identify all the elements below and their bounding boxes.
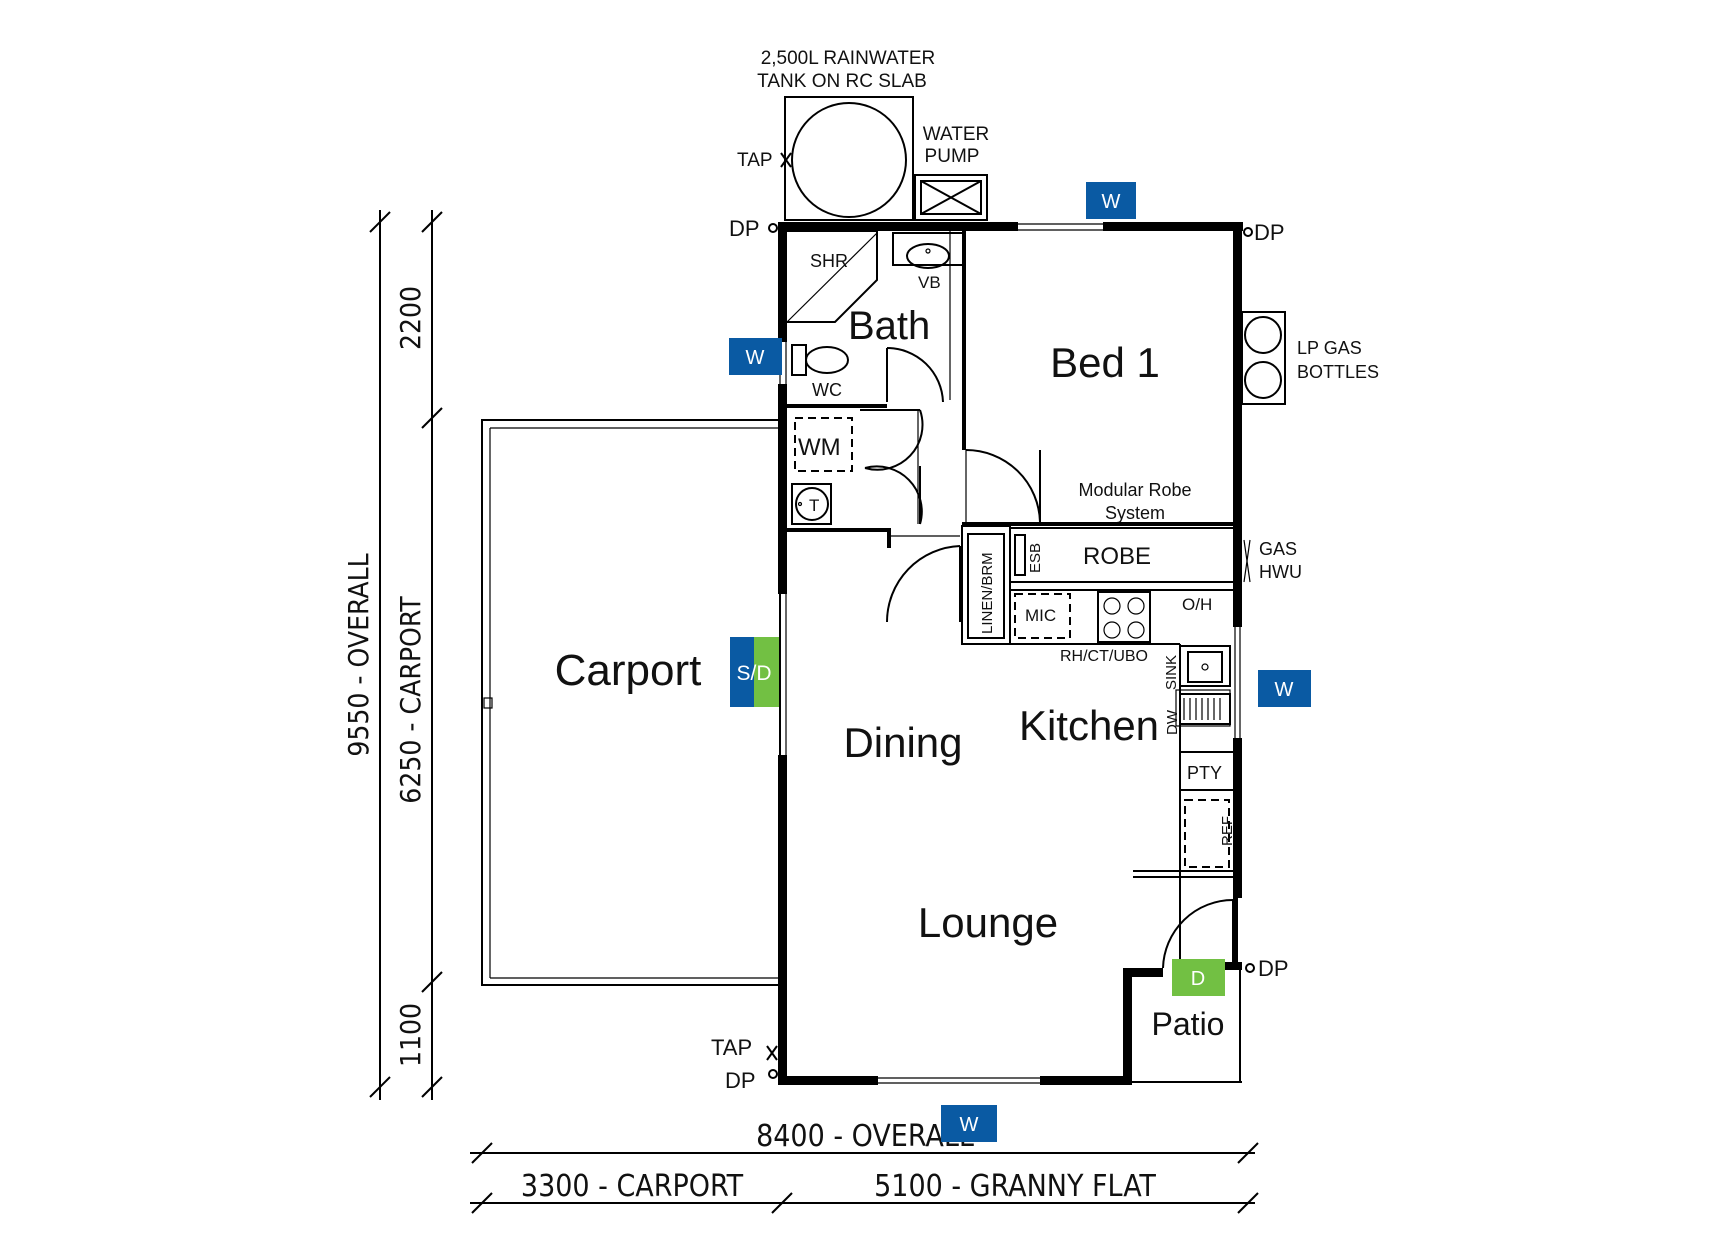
bedroom-1: Bed 1 Modular Robe System xyxy=(962,228,1192,526)
window-badge-bottom-label: W xyxy=(960,1114,979,1136)
tap-icon xyxy=(780,152,792,168)
carport-width-label: 3300 - CARPORT xyxy=(521,1169,744,1204)
door-badge-label: D xyxy=(1191,968,1205,990)
dp-bottom-label: DP xyxy=(725,1068,756,1093)
vertical-dimensions: 9550 - OVERALL 6250 - CARPORT 2200 1100 xyxy=(342,210,443,1100)
bath-label: Bath xyxy=(848,304,930,348)
door-badge: D xyxy=(1172,959,1225,996)
shr-label: SHR xyxy=(810,251,848,271)
tap-bottom-icon xyxy=(766,1045,778,1061)
window-badge-top: W xyxy=(1086,182,1136,219)
wm-label: WM xyxy=(798,434,841,461)
sink-label: SINK xyxy=(1163,655,1180,690)
rh-label: RH/CT/UBO xyxy=(1060,648,1148,665)
dp-right-label: DP xyxy=(1258,956,1289,981)
carport-height-label: 6250 - CARPORT xyxy=(394,596,427,804)
bed1-label: Bed 1 xyxy=(1050,339,1160,386)
overall-width-label: 8400 - OVERALL xyxy=(756,1119,974,1154)
overall-height-label: 9550 - OVERALL xyxy=(342,553,375,756)
patio-door: Patio xyxy=(1152,899,1234,1042)
sliding-door-badge-label: S/D xyxy=(736,662,771,685)
oh-label: O/H xyxy=(1182,595,1212,614)
pump-label-2: PUMP xyxy=(925,146,980,167)
patio-label: Patio xyxy=(1152,1006,1225,1042)
window-badge-right: W xyxy=(1258,670,1311,707)
robe-label: ROBE xyxy=(1083,543,1151,570)
robe-system-label-1: Modular Robe xyxy=(1078,480,1191,500)
bottom-segment-label: 1100 xyxy=(394,1003,427,1067)
window-badge-top-label: W xyxy=(1102,191,1121,213)
dp-top-left-label: DP xyxy=(729,216,760,241)
window-badge-bottom: W xyxy=(941,1105,997,1142)
t-label: T xyxy=(809,496,819,515)
window-badge-left-label: W xyxy=(746,347,765,369)
mic-label: MIC xyxy=(1025,606,1056,625)
gas-hwu-label-2: HWU xyxy=(1259,562,1302,582)
robe: ROBE ESB xyxy=(964,522,1235,583)
granny-width-label: 5100 - GRANNY FLAT xyxy=(874,1169,1156,1204)
linen-label: LINEN/BRM xyxy=(979,552,996,634)
gas-hwu: GAS HWU xyxy=(1243,539,1302,583)
pump-label-1: WATER xyxy=(923,124,990,145)
window-badge-left: W xyxy=(729,338,782,375)
horizontal-dimensions: 8400 - OVERALL 3300 - CARPORT 5100 - GRA… xyxy=(470,1119,1259,1214)
laundry: WM T xyxy=(787,409,924,548)
tank-label-2: TANK ON RC SLAB xyxy=(757,71,927,92)
esb-label: ESB xyxy=(1027,543,1044,573)
dp-top-right-label: DP xyxy=(1254,220,1285,245)
tap-top-label: TAP xyxy=(737,150,773,171)
ref-label: REF xyxy=(1219,816,1236,846)
vb-label: VB xyxy=(918,273,941,292)
carport-label: Carport xyxy=(555,646,702,695)
lp-gas-label-1: LP GAS xyxy=(1297,338,1362,358)
lounge-label: Lounge xyxy=(918,899,1058,946)
window-badge-right-label: W xyxy=(1275,679,1294,701)
lp-gas-label-2: BOTTLES xyxy=(1297,362,1379,382)
wc-label: WC xyxy=(812,380,842,400)
tap-bottom-label: TAP xyxy=(711,1035,752,1060)
lp-gas-bottles: LP GAS BOTTLES xyxy=(1241,311,1379,405)
bathroom: SHR VB Bath WC xyxy=(786,228,966,408)
top-segment-label: 2200 xyxy=(394,286,427,350)
water-pump: WATER PUMP xyxy=(914,124,990,221)
dining-label: Dining xyxy=(843,719,962,766)
robe-system-label-2: System xyxy=(1105,503,1165,523)
downpipes: DP DP DP DP TAP xyxy=(711,216,1289,1093)
rainwater-tank: 2,500L RAINWATER TANK ON RC SLAB xyxy=(757,48,936,221)
gas-hwu-label-1: GAS xyxy=(1259,539,1297,559)
kitchen-label: Kitchen xyxy=(1019,702,1159,749)
exterior-walls xyxy=(778,222,1243,1085)
dw-label: DW xyxy=(1164,709,1181,735)
tap-top: TAP xyxy=(737,150,792,171)
pty-label: PTY xyxy=(1187,763,1222,783)
tank-label-1: 2,500L RAINWATER xyxy=(761,48,936,69)
sliding-door-badge: S/D xyxy=(730,637,779,707)
